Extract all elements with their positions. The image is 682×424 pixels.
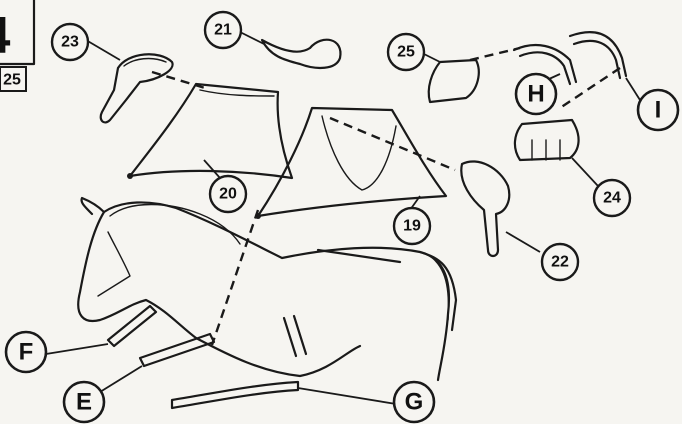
callout-H: H xyxy=(516,74,556,114)
leader-24 xyxy=(572,158,598,186)
svg-text:21: 21 xyxy=(214,22,232,39)
part-24-shape xyxy=(515,120,579,160)
svg-text:25: 25 xyxy=(397,44,415,61)
part-22-shape xyxy=(461,161,509,256)
part-21 xyxy=(262,40,340,68)
part-19-saddle xyxy=(322,116,396,190)
part-E-shape xyxy=(140,334,214,366)
horse-strap xyxy=(318,250,400,262)
part-24 xyxy=(515,120,579,160)
leader-25 xyxy=(424,54,440,62)
horse-tail-hair xyxy=(430,256,448,320)
callout-I: I xyxy=(638,90,678,130)
guide-25-H xyxy=(470,48,520,60)
svg-text:23: 23 xyxy=(61,34,79,51)
part-23 xyxy=(101,54,173,122)
leader-E xyxy=(100,366,142,392)
leader-23 xyxy=(86,40,120,60)
horse-head-neck xyxy=(78,212,196,338)
horse-belly xyxy=(196,338,360,376)
callout-21: 21 xyxy=(205,12,241,48)
horse-girth xyxy=(284,316,306,356)
guide-23-20 xyxy=(152,72,205,88)
part-I-shape xyxy=(570,32,626,78)
leader-22 xyxy=(506,232,540,252)
svg-text:E: E xyxy=(76,389,92,416)
leader-G xyxy=(298,388,396,404)
step-header: 4 25 xyxy=(0,0,34,91)
svg-text:F: F xyxy=(19,339,34,366)
svg-text:20: 20 xyxy=(219,186,237,203)
callout-23: 23 xyxy=(52,24,88,60)
svg-text:24: 24 xyxy=(603,190,621,207)
svg-text:22: 22 xyxy=(551,254,569,271)
callout-20: 20 xyxy=(210,176,246,212)
svg-text:19: 19 xyxy=(403,218,421,235)
leader-20 xyxy=(204,160,220,178)
horse-bridle xyxy=(98,232,130,296)
callout-19: 19 xyxy=(394,208,430,244)
callouts: 23 21 25 20 19 22 24 H xyxy=(6,12,678,422)
guide-19-body xyxy=(212,210,258,345)
callout-25: 25 xyxy=(388,34,424,70)
callout-G: G xyxy=(394,382,434,422)
svg-text:G: G xyxy=(405,389,424,416)
part-19 xyxy=(255,108,446,219)
callout-22: 22 xyxy=(542,244,578,280)
part-20-pin xyxy=(127,173,133,179)
part-20-shape xyxy=(130,84,292,178)
step-number: 4 xyxy=(0,7,11,65)
guide-I-24 xyxy=(560,68,620,108)
callout-F: F xyxy=(6,332,46,372)
part-23-shape xyxy=(101,54,173,122)
parts-F-E-G xyxy=(108,306,298,408)
part-24-straps xyxy=(532,140,560,160)
leader-21 xyxy=(240,32,264,44)
part-25 xyxy=(429,60,479,102)
part-F-shape xyxy=(108,306,156,346)
svg-text:I: I xyxy=(655,97,662,124)
callout-24: 24 xyxy=(594,180,630,216)
callout-E: E xyxy=(64,382,104,422)
part-G-shape xyxy=(172,382,298,408)
svg-text:H: H xyxy=(527,81,544,108)
part-23-hair xyxy=(124,59,166,66)
part-21-shape xyxy=(262,40,340,68)
part-19-pin xyxy=(255,213,261,219)
step-ref: 25 xyxy=(3,72,21,89)
leader-F xyxy=(46,344,108,354)
part-20 xyxy=(127,84,292,179)
leader-I xyxy=(626,78,640,100)
part-22 xyxy=(461,161,509,256)
part-25-shape xyxy=(429,60,479,102)
